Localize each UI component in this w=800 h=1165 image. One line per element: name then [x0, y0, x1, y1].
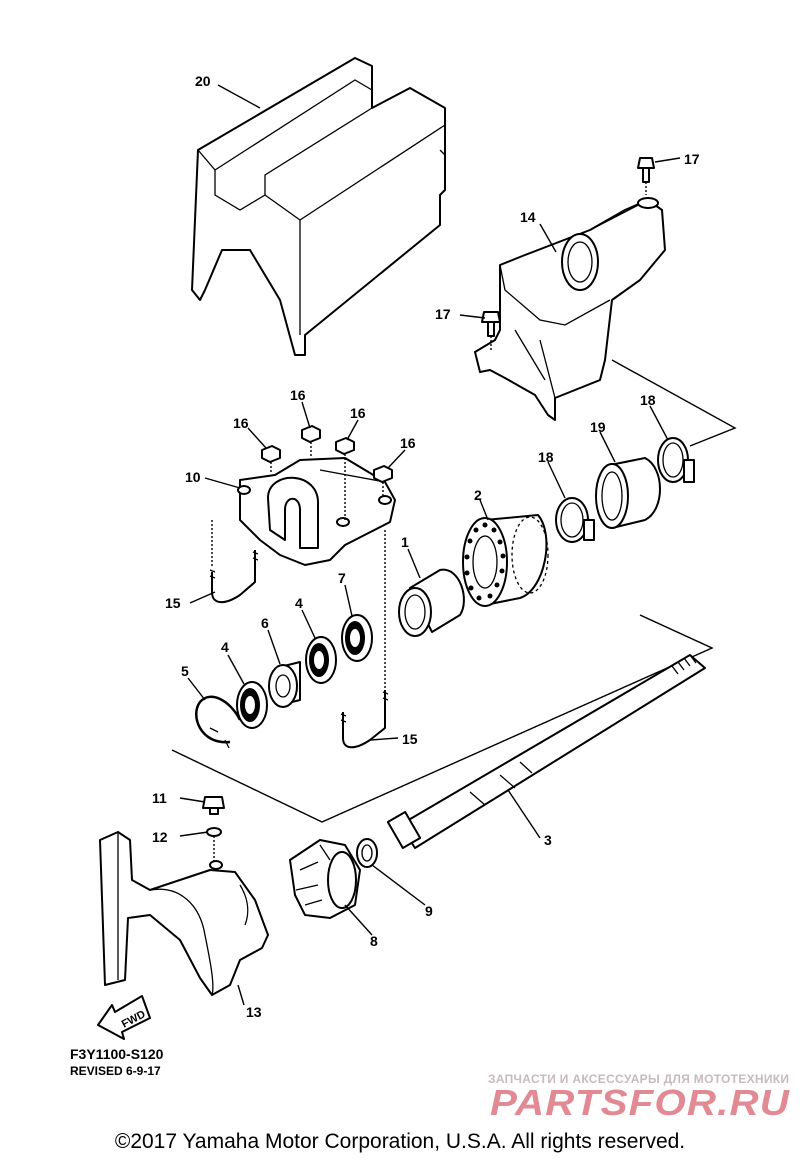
callout-15-lower: 15 [402, 731, 418, 747]
callout-2: 2 [474, 487, 482, 503]
watermark-logo: PARTSFOR.RU [490, 1083, 790, 1121]
part-14-bracket[interactable] [474, 197, 666, 421]
callout-20: 20 [195, 73, 211, 89]
part-4-oil-seal-upper[interactable] [305, 636, 337, 684]
callout-16-c: 16 [350, 405, 366, 421]
part-18-clamp-upper[interactable] [657, 437, 695, 483]
part-12-washer[interactable] [206, 827, 222, 862]
callout-14: 14 [520, 209, 536, 225]
callout-9: 9 [425, 903, 433, 919]
watermark-tagline: ЗАПЧАСТИ И АКСЕССУАРЫ ДЛЯ МОТОТЕХНИКИ [488, 1072, 790, 1086]
svg-text:PARTSFOR.RU: PARTSFOR.RU [490, 1083, 790, 1121]
part-6-bearing[interactable] [268, 661, 301, 708]
callout-19: 19 [590, 419, 606, 435]
copyright-notice: ©2017 Yamaha Motor Corporation, U.S.A. A… [114, 1130, 686, 1153]
part-4-oil-seal-lower[interactable] [236, 681, 268, 729]
callout-18-lower: 18 [538, 449, 554, 465]
part-18-clamp-lower[interactable] [555, 497, 595, 543]
callout-16-a: 16 [233, 415, 249, 431]
callout-12: 12 [152, 829, 168, 845]
callout-18-upper: 18 [640, 392, 656, 408]
revision-date: REVISED 6-9-17 [70, 1064, 161, 1078]
leader-lines [179, 84, 681, 1006]
callout-1: 1 [401, 534, 409, 550]
callout-17-top: 17 [684, 151, 700, 167]
callout-7: 7 [338, 570, 346, 586]
part-16-nut-1[interactable] [261, 445, 281, 474]
part-9-washer[interactable] [356, 838, 378, 868]
part-16-nut-2[interactable] [301, 425, 321, 458]
part-15-u-bolt-lower[interactable] [340, 530, 389, 749]
part-16-nut-3[interactable] [335, 437, 355, 520]
part-17-bolt-left[interactable] [481, 311, 501, 350]
callout-16-b: 16 [290, 387, 306, 403]
callout-11: 11 [152, 790, 167, 806]
part-3-drive-shaft[interactable] [386, 654, 706, 849]
fwd-arrow: FWD [97, 995, 151, 1040]
callout-13: 13 [246, 1004, 262, 1020]
callout-6: 6 [261, 615, 269, 631]
part-13-guard[interactable] [99, 831, 269, 996]
part-19-bellows[interactable] [595, 457, 661, 529]
part-11-bolt[interactable] [202, 796, 225, 815]
callout-8: 8 [370, 933, 378, 949]
part-20-cover[interactable] [191, 57, 446, 356]
part-16-nut-4[interactable] [373, 465, 393, 497]
callout-4-upper: 4 [295, 595, 303, 611]
callout-17-left: 17 [435, 306, 451, 322]
part-15-u-bolt-upper[interactable] [209, 520, 259, 604]
part-8-coupler[interactable] [289, 839, 361, 919]
part-2-damper[interactable] [462, 514, 549, 607]
diagram-code: F3Y1100-S120 [70, 1046, 164, 1062]
part-1-sleeve[interactable] [398, 568, 465, 637]
part-7-oil-seal[interactable] [341, 614, 373, 662]
part-5-circlip[interactable] [195, 695, 242, 749]
callout-numbers: 20 14 17 17 18 19 18 2 1 7 4 6 4 5 10 16… [152, 73, 700, 1020]
part-17-bolt-top[interactable] [637, 157, 655, 195]
callout-16-d: 16 [400, 435, 416, 451]
callout-3: 3 [544, 832, 552, 848]
callout-10: 10 [185, 469, 201, 485]
callout-15-upper: 15 [165, 595, 181, 611]
part-10-bearing-housing[interactable] [237, 457, 396, 566]
callout-5: 5 [181, 663, 189, 679]
callout-4-lower: 4 [221, 639, 229, 655]
